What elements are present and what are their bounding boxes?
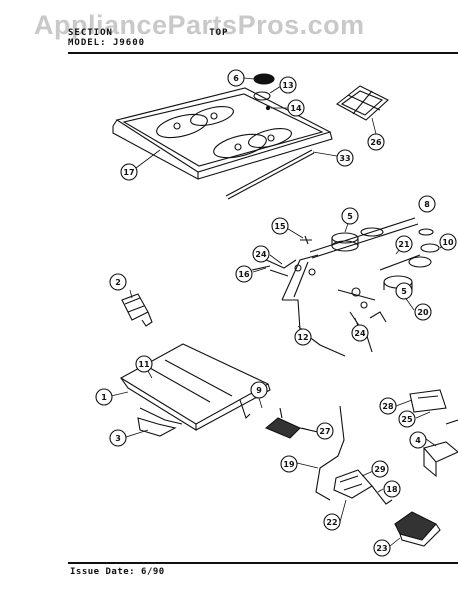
footer-rule — [68, 562, 458, 564]
gas-valve-assembly — [315, 405, 441, 547]
callout-15: 15 — [274, 222, 286, 231]
callout-20: 20 — [417, 308, 429, 317]
spark-electrodes — [251, 257, 316, 277]
burner-assembly — [281, 217, 440, 357]
burner-cap — [253, 73, 275, 85]
callout-16: 16 — [238, 270, 250, 279]
cooktop-panel — [112, 87, 333, 180]
section-header: SECTION TOP — [68, 28, 228, 38]
callout-24: 24 — [255, 250, 267, 259]
header-rule — [68, 52, 458, 54]
cap-gasket — [253, 91, 271, 101]
trim-strip — [225, 149, 315, 200]
side-brackets — [409, 389, 458, 478]
callout-17: 17 — [123, 168, 134, 177]
callout-28: 28 — [382, 402, 394, 411]
callout-1: 1 — [101, 393, 107, 402]
callout-18: 18 — [386, 485, 398, 494]
watermark-logo: AppliancePartsPros.com — [34, 10, 365, 40]
callout-22: 22 — [326, 518, 337, 527]
callout-24: 24 — [354, 329, 366, 338]
callout-33: 33 — [339, 154, 350, 163]
callout-circles — [95, 69, 457, 557]
callout-labels: 6 13 14 26 17 33 8 15 5 21 10 2 24 16 5 … — [101, 74, 454, 553]
callout-8: 8 — [424, 200, 430, 209]
burner-box — [119, 343, 271, 437]
callout-29: 29 — [374, 465, 386, 474]
callout-11: 11 — [138, 360, 150, 369]
issue-date: Issue Date: 6/90 — [70, 567, 165, 577]
model-value: J9600 — [112, 38, 146, 48]
callout-13: 13 — [282, 81, 293, 90]
section-label: SECTION — [68, 28, 113, 38]
callout-27: 27 — [319, 427, 330, 436]
callout-12: 12 — [297, 333, 308, 342]
callout-19: 19 — [283, 460, 295, 469]
callout-3: 3 — [115, 434, 121, 443]
callout-2: 2 — [115, 278, 121, 287]
callout-26: 26 — [370, 138, 382, 147]
screw-14 — [265, 105, 271, 111]
burner-grate — [336, 85, 389, 121]
callout-5: 5 — [401, 287, 407, 296]
callout-10: 10 — [442, 238, 454, 247]
section-value: TOP — [209, 28, 229, 38]
model-label: MODEL: — [68, 38, 107, 48]
model-header: MODEL: J9600 — [68, 38, 145, 48]
spark-module — [121, 293, 153, 327]
callout-23: 23 — [376, 544, 387, 553]
callout-25: 25 — [401, 415, 413, 424]
callout-14: 14 — [290, 104, 302, 113]
callout-6: 6 — [233, 74, 239, 83]
callout-5: 5 — [347, 212, 353, 221]
igniter — [264, 407, 319, 439]
callout-21: 21 — [398, 240, 410, 249]
callout-9: 9 — [256, 386, 262, 395]
orifice-8 — [418, 228, 434, 236]
callout-4: 4 — [415, 436, 421, 445]
